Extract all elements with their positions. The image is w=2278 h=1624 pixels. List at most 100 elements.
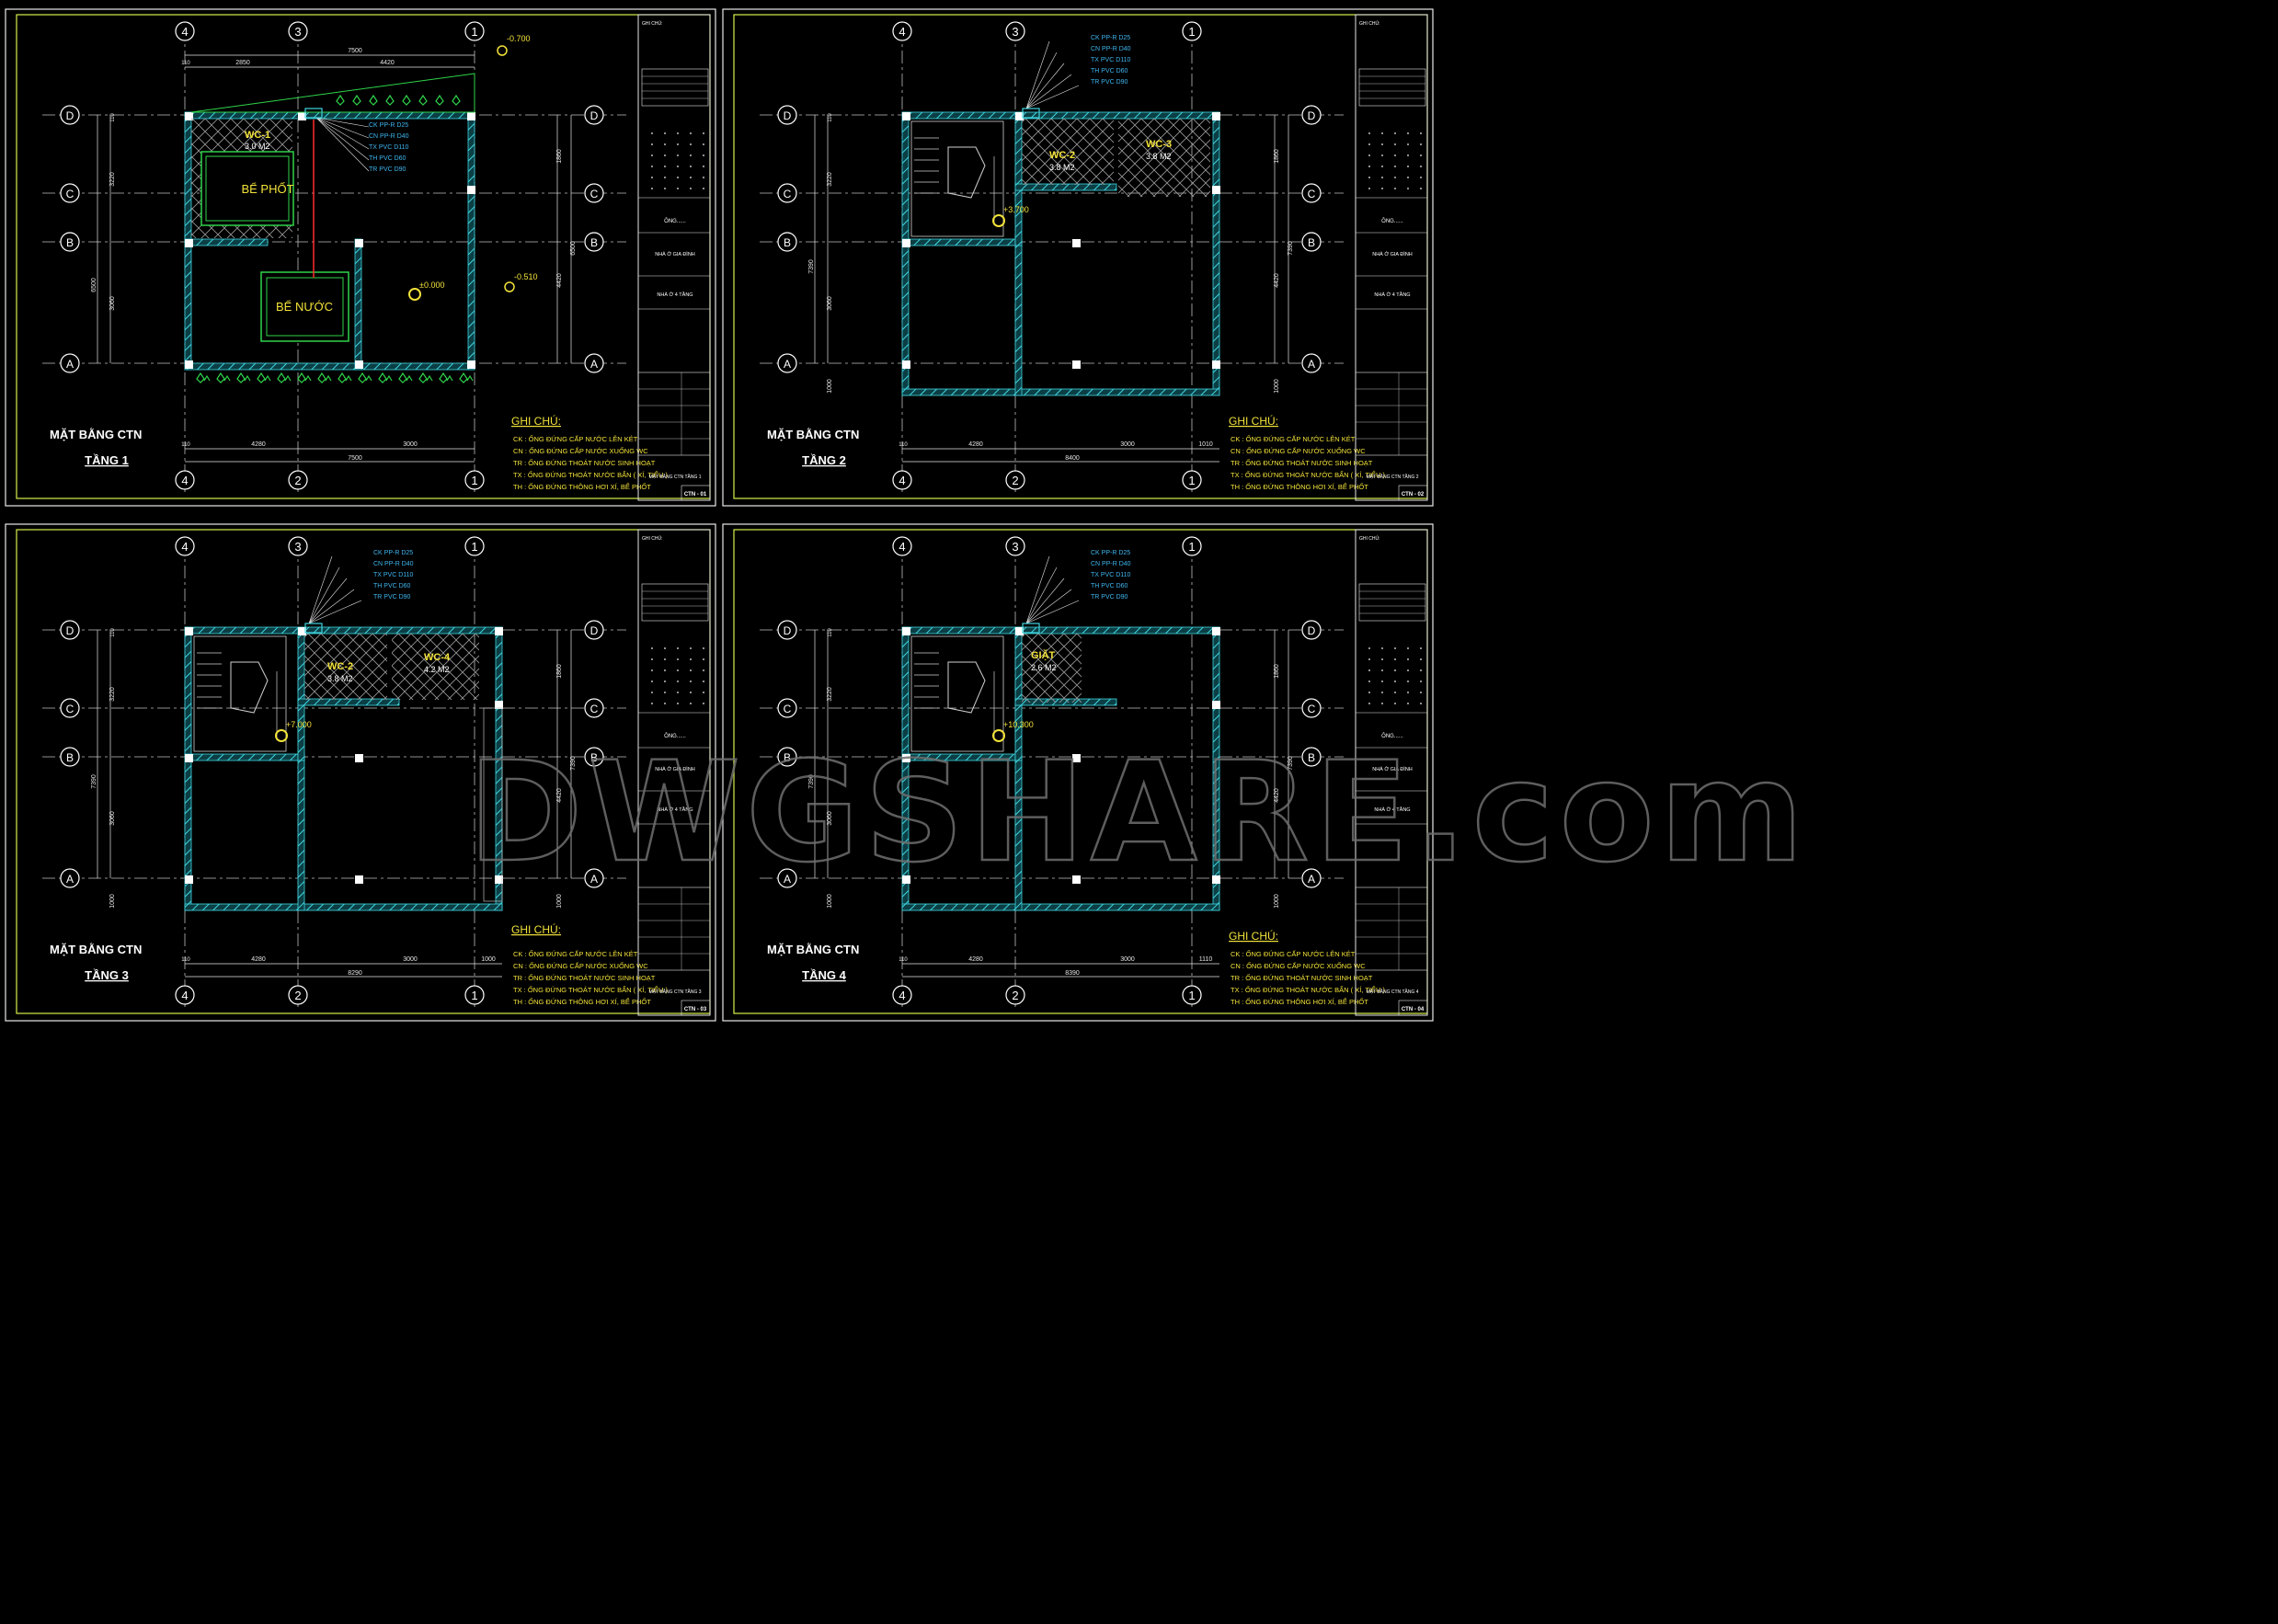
grid-bubble-left — [777, 353, 797, 373]
dim-value-right: 4420 — [556, 788, 563, 803]
pipe-leader — [1025, 74, 1072, 109]
grid-label-right: C — [590, 188, 599, 200]
grid-bubble-bottom — [1182, 470, 1202, 490]
dim-value-right-total: 6500 — [570, 241, 577, 256]
grid-label-right: D — [590, 624, 599, 637]
pipe-label: TX PVC D110 — [1091, 572, 1131, 578]
pipe-leader — [1025, 555, 1050, 624]
dim-value-bottom: 3000 — [1120, 956, 1135, 963]
wall-top — [901, 626, 1220, 635]
grid-label-left: D — [66, 624, 74, 637]
plant-symbol — [196, 372, 211, 383]
plan-floor: TẦNG 4 — [802, 968, 846, 982]
plan-title: MẶT BẰNG CTN — [767, 428, 859, 441]
pipe-label: CK PP-R D25 — [1091, 550, 1130, 556]
pipe-label: CN PP-R D40 — [1091, 561, 1131, 567]
dim-value-top-total: 7500 — [348, 48, 362, 54]
staircase — [193, 635, 287, 752]
structural-column — [902, 360, 910, 369]
grid-bubble-left — [60, 698, 80, 718]
dim-value-bottom-edge: 110 — [899, 957, 908, 963]
item-name: NHÀ Ở 4 TẦNG — [657, 292, 693, 298]
grid-bubble-bottom — [464, 985, 485, 1005]
dim-value-left: 1000 — [827, 379, 833, 394]
project-name: NHÀ Ở GIA ĐÌNH — [655, 766, 695, 772]
grid-bubble-bottom — [892, 470, 912, 490]
sheet-code-box — [681, 1000, 711, 1016]
plant-symbol — [385, 94, 395, 106]
grid-bubble-left — [60, 620, 80, 640]
grid-bubble-right — [1301, 868, 1322, 888]
structural-column — [467, 186, 475, 194]
dim-value-left: 3220 — [827, 172, 833, 187]
grid-label-right: B — [1308, 751, 1315, 764]
structural-column — [355, 754, 363, 762]
revision-table — [641, 583, 709, 622]
grid-bubble-left — [60, 868, 80, 888]
structural-column — [1072, 239, 1081, 247]
grid-bubble-top — [1182, 21, 1202, 41]
firm-logo-area — [642, 127, 708, 193]
floor-level: +10.300 — [1003, 720, 1034, 729]
grid-label-top: 4 — [899, 25, 905, 39]
grid-bubble-top — [1005, 536, 1025, 556]
legend-line: TH : ỐNG ĐỨNG THÔNG HƠI XÍ, BỂ PHỐT — [513, 482, 651, 491]
owner-name: ÔNG...... — [664, 218, 686, 224]
pipe-leader — [308, 566, 340, 624]
grid-label-bottom: 2 — [1012, 989, 1018, 1002]
plant-symbol — [435, 94, 444, 106]
wc-tile — [1118, 119, 1210, 197]
sheet-code-box — [1398, 485, 1428, 501]
sheet-code: CTN - 01 — [684, 492, 707, 497]
room-name: WC-2 — [327, 661, 353, 672]
grid-label-left: A — [784, 873, 791, 886]
grid-label-left: D — [784, 109, 792, 122]
pipe-label: TR PVC D90 — [1091, 79, 1128, 86]
room-area: 3.8 M2 — [1146, 152, 1172, 161]
pipe-leader — [315, 117, 370, 150]
title-block-note: GHI CHÚ: — [642, 20, 663, 27]
grid-bubble-top — [175, 536, 195, 556]
pipe-label: TX PVC D110 — [369, 144, 409, 151]
dim-value-bottom-edge: 110 — [181, 957, 190, 963]
structural-column — [1212, 112, 1220, 120]
sheet-inner-border — [733, 14, 1428, 499]
water-tank — [260, 271, 349, 342]
structural-column — [902, 875, 910, 884]
water-tank-inner — [266, 277, 344, 337]
pipe-leader — [315, 117, 370, 128]
wall-inner-vertical — [297, 753, 305, 911]
item-name: NHÀ Ở 4 TẦNG — [657, 806, 693, 813]
grid-label-left: B — [784, 751, 791, 764]
grid-label-top: 3 — [1012, 25, 1018, 39]
grid-bubble-left — [60, 232, 80, 252]
legend-line: CK : ỐNG ĐỨNG CẤP NƯỚC LÊN KÉT — [513, 949, 638, 958]
plant-symbol — [338, 372, 352, 383]
wall-inner-horizontal — [184, 238, 269, 246]
grid-label-left: C — [784, 703, 792, 715]
grid-label-bottom: 2 — [294, 989, 301, 1002]
legend-line: TX : ỐNG ĐỨNG THOÁT NƯỚC BẨN ( XÍ, TIỂU … — [1231, 985, 1386, 994]
room-area: 3.8 M2 — [1049, 163, 1075, 172]
structural-column — [495, 701, 503, 709]
dim-value-bottom-edge: 110 — [181, 442, 190, 448]
wc-tile — [304, 634, 387, 700]
dim-value-right: 1860 — [1274, 149, 1280, 164]
balcony — [483, 707, 503, 902]
dim-value-left-total: 7390 — [808, 774, 815, 789]
level-symbol — [992, 729, 1005, 742]
stair-landing — [947, 146, 986, 199]
grid-bubble-right — [584, 620, 604, 640]
structural-column — [185, 875, 193, 884]
plant-symbol — [317, 372, 332, 383]
sheet-code: CTN - 02 — [1402, 492, 1425, 497]
grid-label-left: B — [66, 236, 74, 249]
legend-line: CN : ỐNG ĐỨNG CẤP NƯỚC XUỐNG WC — [1231, 446, 1366, 455]
plant-symbol — [418, 372, 433, 383]
